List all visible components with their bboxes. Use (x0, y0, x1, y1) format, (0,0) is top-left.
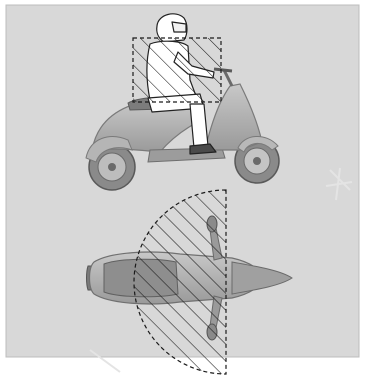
visor (172, 22, 186, 32)
rider-zone-hatch (133, 38, 221, 102)
